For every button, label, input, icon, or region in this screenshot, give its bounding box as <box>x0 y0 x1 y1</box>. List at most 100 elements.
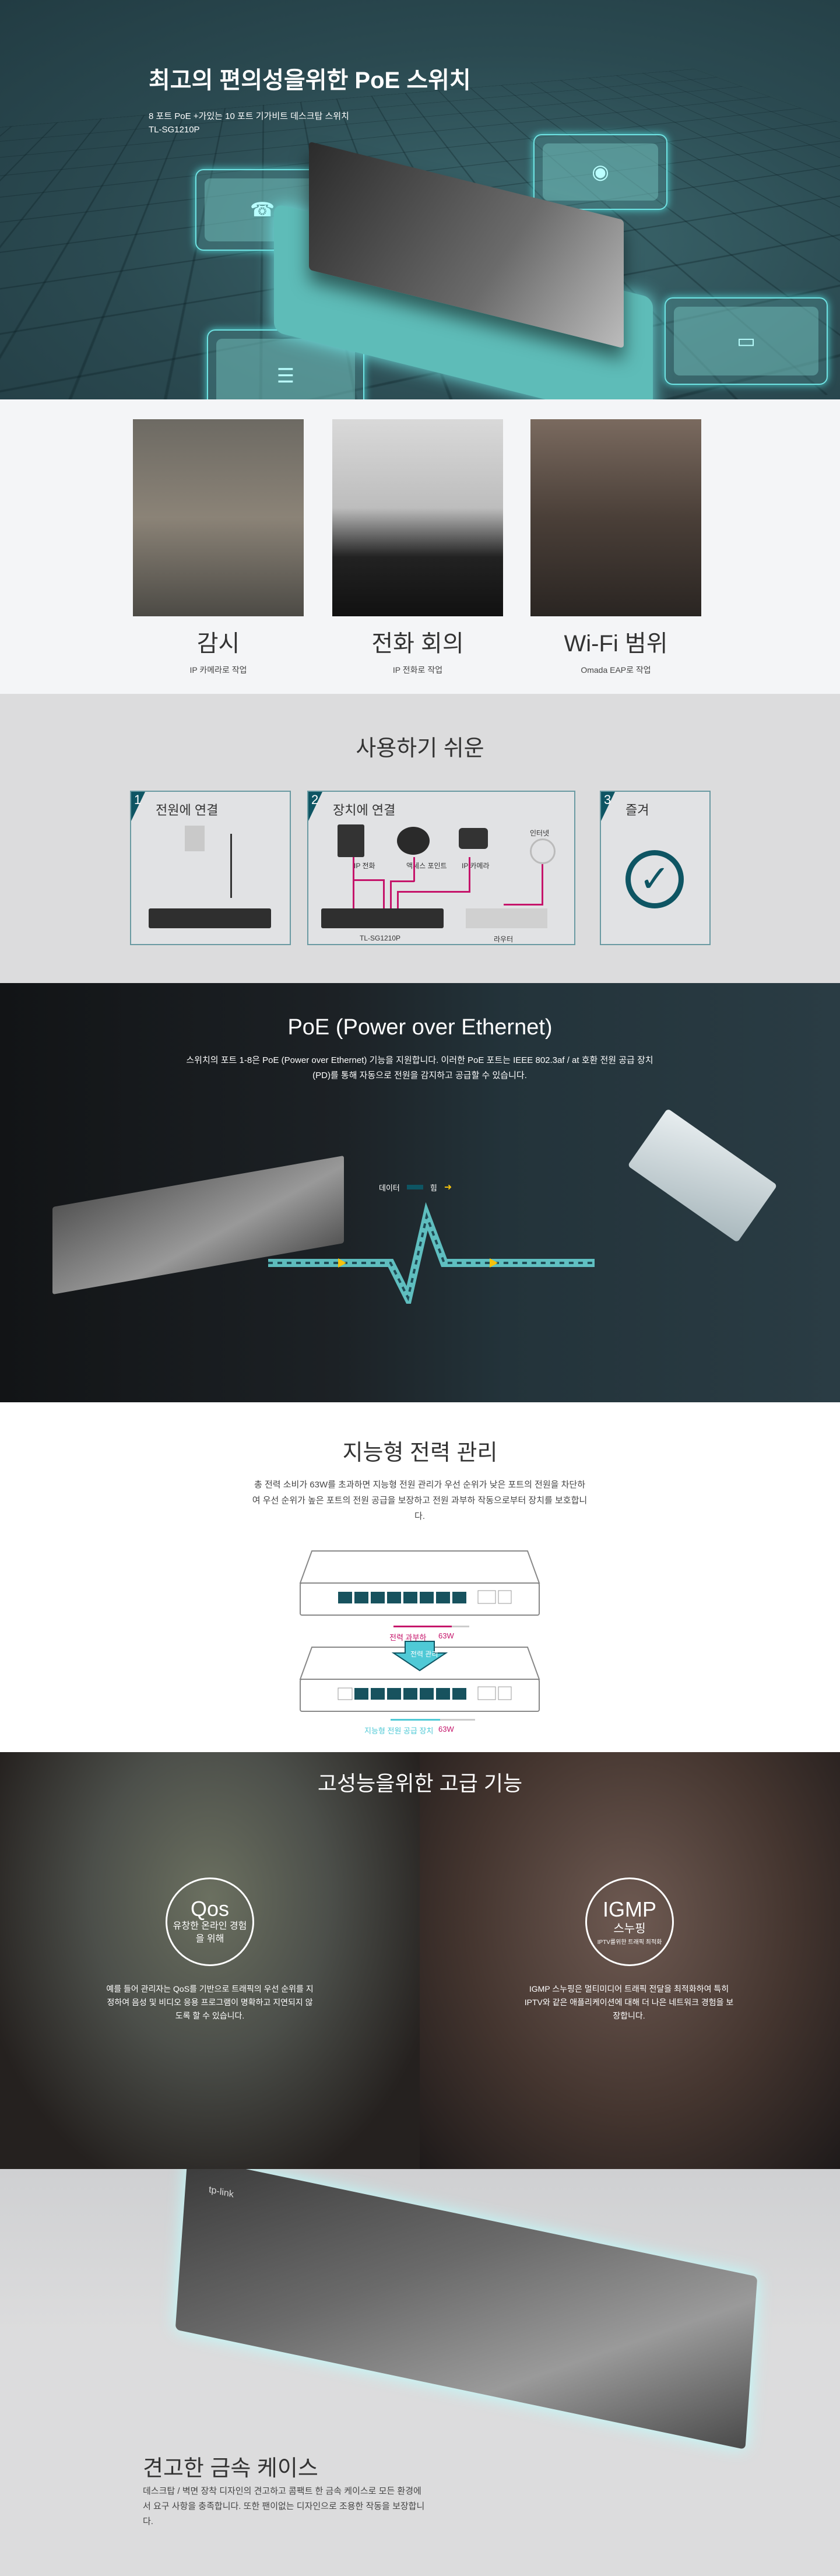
port-icon <box>403 1688 417 1700</box>
checkmark-icon: ✓ <box>625 850 684 908</box>
step-badge <box>131 792 145 821</box>
section-description: 데스크탑 / 벽면 장착 디자인의 견고하고 콤팩트 한 금속 케이스로 모든 … <box>143 2486 425 2526</box>
cable <box>397 891 470 893</box>
step-3-card: 3 즐겨 ✓ <box>600 791 711 945</box>
hero-section: ☰ ☎ ◉ ▭ 최고의 편의성을위한 PoE 스위치 8 포트 PoE +가있는… <box>0 0 840 399</box>
smart-power-label: 지능형 전원 공급 장치 <box>364 1726 434 1735</box>
port-icon <box>354 1592 368 1603</box>
hero-subtitle: 8 포트 PoE +가있는 10 포트 기가비트 데스크탑 스위치 <box>149 111 349 121</box>
cable <box>383 879 385 914</box>
cable <box>390 880 414 882</box>
cable <box>504 904 543 906</box>
port-icon <box>452 1592 466 1603</box>
label-switch: TL-SG1210P <box>360 934 401 942</box>
section-description: 총 전력 소비가 63W를 초과하면 지능형 전원 관리가 우선 순위가 낮은 … <box>252 1480 588 1521</box>
step-2-card: 2 장치에 연결 IP 전화 액세스 포인트 IP 카메라 인터넷 TL-SG1… <box>307 791 575 945</box>
webcam-icon: ◉ <box>543 143 658 201</box>
feature-title: 감시 <box>196 631 240 657</box>
cable <box>353 879 383 881</box>
advanced-features-section: 고성능을위한 고급 기능 Qos 유창한 온라인 경험을 위해 예를 들어 관리… <box>0 1752 840 2169</box>
section-title: PoE (Power over Ethernet) <box>287 1015 553 1040</box>
library-photo <box>133 419 304 616</box>
access-point-icon: ☰ <box>216 339 355 399</box>
port-icon <box>420 1688 434 1700</box>
igmp-subtitle: 스누핑 <box>613 1922 646 1935</box>
igmp-badge: IGMP 스누핑 IPTV를위한 트래픽 최적화 <box>585 1877 674 1966</box>
feature-caption: Omada EAP로 작업 <box>581 665 651 675</box>
arrow-label: 전력 관리 <box>410 1650 438 1658</box>
power-management-section: 지능형 전력 관리 총 전력 소비가 63W를 초과하면 지능형 전원 관리가 … <box>0 1402 840 1752</box>
hero-title: 최고의 편의성을위한 PoE 스위치 <box>149 68 471 93</box>
limit-label: 63W <box>438 1631 454 1640</box>
limit-label-2: 63W <box>438 1725 454 1733</box>
power-diagram <box>299 1550 540 1721</box>
brand-logo: tp-link <box>208 2184 234 2200</box>
sfp-port-icon <box>498 1590 512 1604</box>
step-badge <box>308 792 322 821</box>
cable <box>353 857 354 915</box>
cable <box>397 891 399 914</box>
legend: 데이터 힘 ➜ <box>379 1181 452 1193</box>
poe-signal-line <box>268 1202 595 1304</box>
hero-model: TL-SG1210P <box>149 125 200 135</box>
port-icon <box>436 1688 450 1700</box>
qos-badge: Qos 유창한 온라인 경험을 위해 <box>166 1877 254 1966</box>
step-title: 장치에 연결 <box>333 803 396 817</box>
overload-label: 전력 과부하 <box>389 1633 427 1642</box>
qos-description: 예를 들어 관리자는 QoS를 기반으로 트래픽의 우선 순위를 지정하여 음성… <box>106 1984 314 2020</box>
section-title: 지능형 전력 관리 <box>342 1441 498 1465</box>
port-icon <box>371 1592 385 1603</box>
switch-icon <box>149 908 271 928</box>
camera-tile: ▭ <box>665 297 828 385</box>
port-icon <box>436 1592 450 1603</box>
sfp-port-icon <box>477 1590 496 1604</box>
label-router: 라우터 <box>494 935 514 943</box>
feature-title: 전화 회의 <box>371 631 464 657</box>
step-badge <box>601 792 615 821</box>
globe-icon <box>530 838 556 864</box>
metal-case-section: tp-link 견고한 금속 케이스 데스크탑 / 벽면 장착 디자인의 견고하… <box>0 2169 840 2576</box>
label-ip-phone: IP 전화 <box>354 862 375 870</box>
step-number: 1 <box>134 792 142 807</box>
port-icon <box>338 1687 353 1700</box>
camera-icon: ▭ <box>674 307 818 375</box>
cable <box>413 857 415 882</box>
outlet-icon <box>185 826 205 851</box>
step-title: 즐겨 <box>625 803 649 817</box>
cafe-photo <box>530 419 701 616</box>
port-icon <box>338 1592 352 1603</box>
port-icon <box>387 1688 401 1700</box>
feature-wifi: Wi-Fi 범위 Omada EAP로 작업 <box>530 419 701 676</box>
feature-surveillance: 감시 IP 카메라로 작업 <box>133 419 304 676</box>
use-cases-section: 감시 IP 카메라로 작업 전화 회의 IP 전화로 작업 Wi-Fi 범위 O… <box>0 399 840 694</box>
igmp-caption: IPTV를위한 트래픽 최적화 <box>597 1939 662 1946</box>
feature-title: Wi-Fi 범위 <box>564 631 668 657</box>
overload-bar <box>393 1626 452 1627</box>
security-camera-image <box>627 1108 778 1243</box>
sfp-port-icon <box>477 1686 496 1700</box>
step-1-card: 1 전원에 연결 <box>130 791 291 945</box>
feature-caption: IP 카메라로 작업 <box>189 665 247 675</box>
metal-switch-image: tp-link <box>175 2169 758 2450</box>
cable <box>469 857 470 892</box>
label-ip-camera: IP 카메라 <box>462 862 490 870</box>
cable <box>390 880 392 914</box>
qos-title: Qos <box>190 1897 230 1921</box>
router-icon <box>466 908 547 928</box>
step-title: 전원에 연결 <box>156 803 219 817</box>
arrow-right-icon: ➜ <box>444 1182 452 1192</box>
port-icon <box>371 1688 385 1700</box>
cable <box>542 864 543 905</box>
label-access-point: 액세스 포인트 <box>406 862 447 870</box>
ip-phone-icon <box>338 824 364 857</box>
arrow-down-icon <box>391 1641 448 1672</box>
port-icon <box>354 1688 368 1700</box>
port-icon <box>387 1592 401 1603</box>
step-number: 3 <box>604 792 611 807</box>
port-icon <box>452 1688 466 1700</box>
ip-camera-icon <box>459 828 488 849</box>
step-number: 2 <box>311 792 319 807</box>
power-cable-icon <box>230 834 232 898</box>
legend-power-label: 힘 <box>430 1183 437 1192</box>
section-description: 스위치의 포트 1-8은 PoE (Power over Ethernet) 기… <box>186 1055 653 1080</box>
